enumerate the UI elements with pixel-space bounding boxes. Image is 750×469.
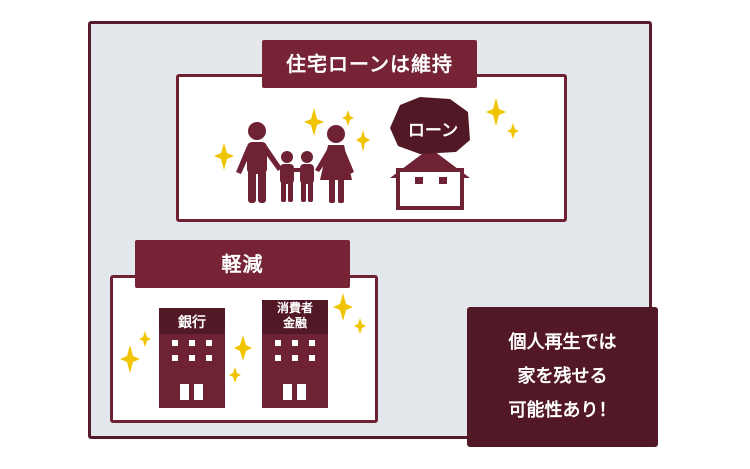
consumer-finance-label-1: 消費者 [276,301,313,315]
reduction-label: 軽減 [135,240,350,288]
bank-label: 銀行 [178,315,206,331]
note-line-3: 可能性あり！ [508,400,617,421]
mortgage-kept-label: 住宅ローンは維持 [262,40,477,88]
reduction-panel [110,275,378,423]
note-line-1: 個人再生では [508,332,617,353]
loan-label: ローン [407,121,459,141]
conclusion-note: 個人再生では 家を残せる 可能性あり！ [467,307,658,447]
note-line-2: 家を残せる [517,366,608,387]
mortgage-panel [176,74,567,222]
consumer-finance-label-2: 金融 [282,316,307,330]
